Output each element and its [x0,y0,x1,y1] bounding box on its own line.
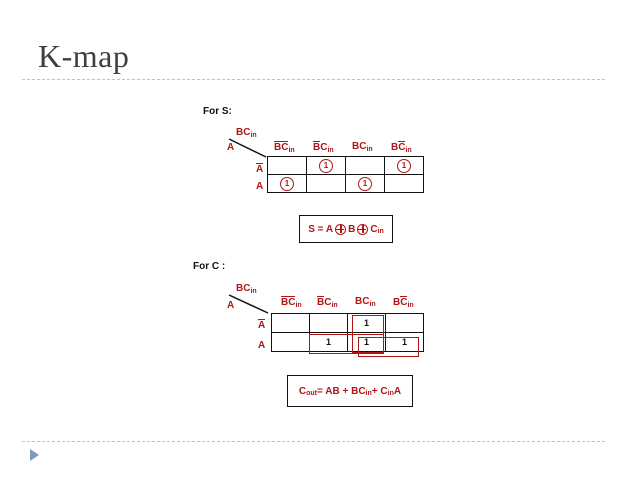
xor-icon [335,223,347,235]
kmap-c-cell [385,313,424,333]
kmap-s-col-header-0: BCin [274,141,295,154]
kmap-s-col-header-3: BCin [391,141,412,154]
kmap-c-col-header-0: BCin [281,296,302,309]
kmap-c-col-header-2: BCin [355,296,376,308]
kmap-s-circled-one: 1 [397,158,411,173]
slide-title: K-map [38,38,130,74]
kmap-s-cell: 1 [345,174,385,193]
kmap-s-cell [345,156,385,175]
bullet-triangle-icon [30,449,39,461]
kmap-c-group-left-pair [309,334,384,354]
kmap-s-row-header-1: A [256,181,264,192]
kmap-s-cell: 1 [267,174,307,193]
kmap-s-col-header-2: BCin [352,141,373,153]
kmap-s-cell: 1 [384,156,424,175]
kmap-c-corner-row: A [227,300,235,311]
kmap-c-col-header-3: BCin [393,296,414,309]
kmap-s-circled-one: 1 [280,176,294,191]
kmap-s-heading: For S: [203,106,232,117]
kmap-s-cell: 1 [306,156,346,175]
kmap-c-group-right-pair [358,337,419,357]
footer-divider [22,441,605,442]
xor-icon [357,223,369,235]
kmap-s-circled-one: 1 [358,176,372,191]
kmap-c-col-header-1: BCin [317,296,338,309]
kmap-c-cell [271,313,310,333]
kmap-s-cell [384,174,424,193]
kmap-s-grid: 1 1 1 1 [267,156,424,193]
kmap-c-row-header-1: A [258,340,266,351]
kmap-s-col-header-1: BCin [313,141,334,154]
title-divider [22,79,605,80]
kmap-c-cell [309,313,348,333]
kmap-s-corner-row: A [227,142,235,153]
kmap-s-row-header-0: A [256,163,264,175]
kmap-s-corner-diagonal [228,138,267,158]
kmap-s-cell [267,156,307,175]
kmap-c-corner-col: BCin [236,283,257,295]
kmap-c-heading: For C : [193,261,226,272]
kmap-s-cell [306,174,346,193]
kmap-c-cell [271,332,310,352]
kmap-c-row-header-0: A [258,319,266,331]
kmap-s-circled-one: 1 [319,158,333,173]
kmap-s-corner-col: BCin [236,127,257,139]
kmap-c-corner-diagonal [228,294,269,314]
